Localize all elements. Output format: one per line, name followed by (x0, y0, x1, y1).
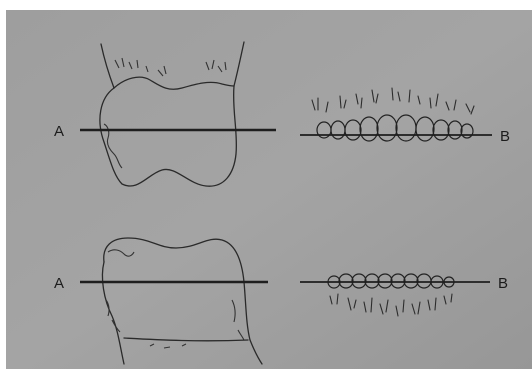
label-b-top: B (500, 128, 510, 145)
label-a-top: A (54, 123, 64, 140)
label-b-bottom: B (498, 275, 508, 292)
photo-background (6, 10, 532, 369)
label-a-bottom: A (54, 275, 64, 292)
